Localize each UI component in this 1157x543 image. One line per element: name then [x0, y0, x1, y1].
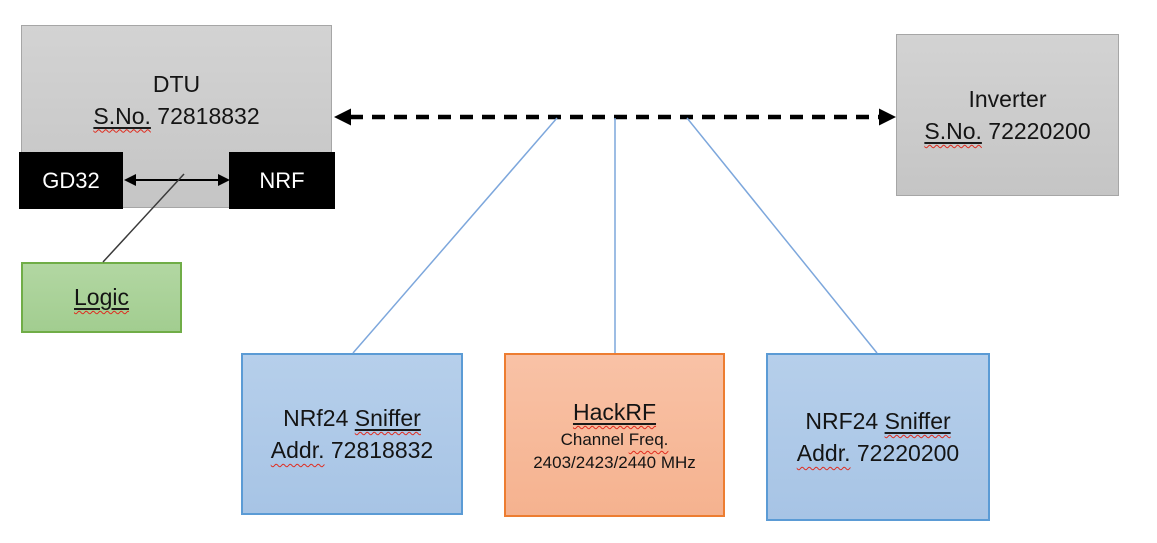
sniffer-left-model: NRf24 [283, 405, 349, 431]
hackrf-channel-label: Channel [560, 430, 624, 449]
sniffer-left-addr-number: 72818832 [330, 437, 434, 463]
sniffer-right-addr-line: Addr. 72220200 [768, 437, 988, 469]
hackrf-freq-label: Freq. [628, 430, 669, 449]
hackrf-frequencies: 2403/2423/2440 MHz [533, 453, 696, 472]
sniffer-right-title: NRF24 Sniffer [768, 405, 988, 437]
sniffer-right-addr-label: Addr. [796, 440, 851, 466]
sniffer-left-title: NRf24 Sniffer [243, 402, 461, 434]
nrf-label: NRF [259, 167, 305, 193]
inverter-serial-line: S.No. 72220200 [897, 115, 1118, 147]
nrf-chip: NRF [229, 152, 335, 209]
dtu-title: DTU [152, 70, 201, 97]
dtu-serial-line: S.No. 72818832 [93, 100, 259, 132]
inverter-node: Inverter S.No. 72220200 [896, 34, 1119, 196]
hackrf-node: HackRF Channel Freq. 2403/2423/2440 MHz [504, 353, 725, 517]
hackrf-title: HackRF [572, 399, 657, 425]
dtu-serial-number: 72818832 [157, 102, 260, 129]
dtu-serial-label: S.No. [93, 102, 151, 129]
logic-node: Logic [21, 262, 182, 333]
sniffer-left-addr-label: Addr. [270, 437, 325, 463]
inverter-title: Inverter [968, 86, 1047, 112]
nrf24-sniffer-left-node: NRf24 Sniffer Addr. 72818832 [241, 353, 463, 515]
tap-line-sniffer-left [352, 117, 558, 354]
inverter-serial-label: S.No. [924, 118, 982, 144]
nrf24-sniffer-right-node: NRF24 Sniffer Addr. 72220200 [766, 353, 990, 521]
arrowhead-left-icon [334, 108, 351, 126]
gd32-chip: GD32 [19, 152, 123, 209]
inverter-serial-number: 72220200 [988, 118, 1091, 144]
sniffer-right-addr-number: 72220200 [856, 440, 960, 466]
arrowhead-right-icon [879, 108, 896, 126]
sniffer-left-addr-line: Addr. 72818832 [243, 434, 461, 466]
dtu-inverter-dashed-arrow [334, 108, 896, 126]
gd32-label: GD32 [42, 167, 100, 193]
logic-label: Logic [74, 284, 129, 310]
sniffer-left-role: Sniffer [354, 405, 421, 431]
hackrf-channel-line: Channel Freq. [506, 428, 723, 451]
sniffer-right-role: Sniffer [884, 408, 951, 434]
sniffer-right-model: NRF24 [805, 408, 879, 434]
tap-line-sniffer-right [686, 117, 878, 354]
